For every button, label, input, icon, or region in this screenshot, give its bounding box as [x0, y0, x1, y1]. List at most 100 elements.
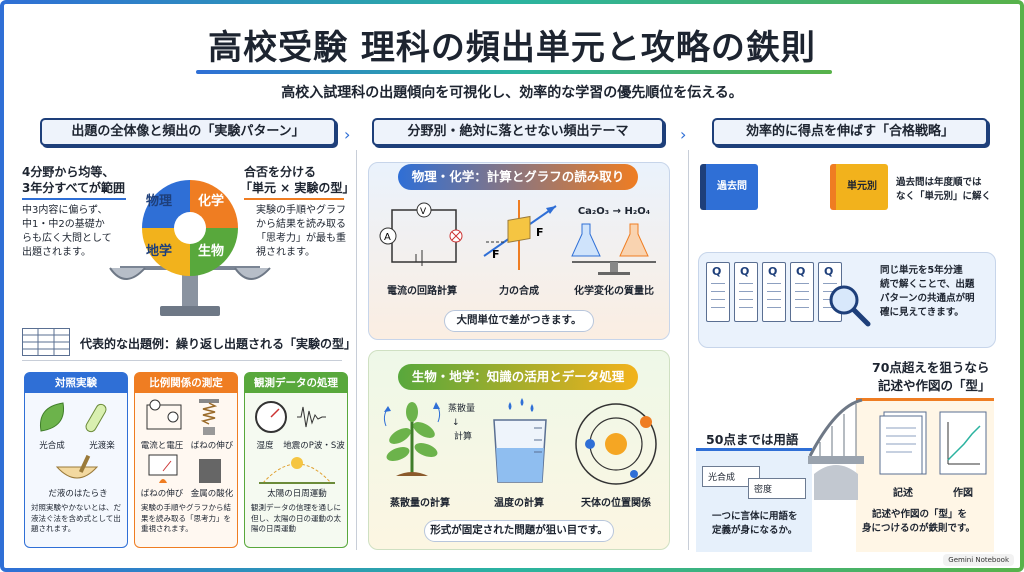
- caption-temp: 温度の計算: [494, 498, 544, 509]
- sub2-caption-3: ばねの伸び: [140, 489, 184, 499]
- caption-write: 記述: [893, 488, 913, 499]
- point2-body-3: 「思考力」が最も重: [256, 233, 346, 244]
- force-vector-icon: F F: [483, 200, 557, 270]
- point1-title-a: 4分野から均等、: [22, 165, 115, 179]
- term-card-2: 密度: [748, 478, 806, 499]
- sub-panel-observation-title: 観測データの処理: [245, 373, 347, 393]
- tip2-line1: 同じ単元を5年分連: [880, 265, 963, 276]
- tip3-line1: 一つに言体に用語を: [712, 511, 798, 522]
- point1-title-b: 3年分すべてが範囲: [22, 181, 126, 195]
- sub2-caption-2: ばねの伸び: [190, 441, 234, 451]
- gear-chemistry-label: 化学: [198, 194, 225, 209]
- sub-panel-proportional-title: 比例関係の測定: [135, 373, 237, 393]
- right-column-heading: 効率的に得点を伸ばす「合格戦略」: [712, 118, 988, 146]
- sub1-caption-2: 光渡楽: [89, 441, 115, 451]
- gear-earth-label: 地学: [146, 244, 173, 259]
- magnifier-icon: [829, 285, 871, 327]
- bridge-icon: [808, 398, 864, 500]
- physics-chemistry-title: 物理・化学：計算とグラフの読み取り: [398, 164, 638, 190]
- title-underline: [196, 70, 832, 74]
- gear-physics-label: 物理: [146, 194, 173, 209]
- solar-system-icon: [575, 403, 657, 485]
- table-icon: [22, 328, 70, 356]
- sub3-caption-3: 太陽の日周運動: [267, 489, 327, 499]
- sub2-caption-1: 電流と電圧: [140, 441, 184, 451]
- page-title: 高校受験 理科の頻出単元と攻略の鉄則: [208, 28, 816, 68]
- sub3-note: 観測データの信理を通しに但し、太陽の日の運動の太陽の日周運動: [251, 503, 341, 533]
- svg-text:F: F: [492, 248, 500, 261]
- beaker-icon: [493, 398, 547, 483]
- unit-book: 単元別: [830, 164, 888, 210]
- gear-icon: [142, 180, 238, 276]
- point2-title-a: 合否を分ける: [244, 165, 317, 179]
- point1-body-3: らも広く大問として: [22, 233, 112, 244]
- term-card-1: 光合成: [702, 466, 760, 487]
- sub-panel-proportional: 比例関係の測定 電流と電圧 ばねの伸び ばねの伸び 金属の酸化 実験の手順やグラ…: [134, 372, 238, 548]
- sub1-caption-1: 光合成: [39, 441, 65, 451]
- gear-biology-label: 生物: [198, 244, 225, 259]
- plant-icon: [383, 402, 441, 476]
- written-answer-icon: [879, 411, 927, 475]
- point2-body-1: 実験の手順やグラフ: [256, 205, 346, 216]
- svg-text:V: V: [420, 207, 427, 217]
- tip2-line3: パターンの共通点が明: [880, 293, 975, 304]
- point2-title-b: 「単元 × 実験の型」: [240, 181, 355, 195]
- point2-body-4: 視されます。: [256, 247, 315, 258]
- arrow-right-icon: ›: [680, 125, 687, 144]
- point1-body-1: 中3内容に偏らず、: [22, 205, 108, 216]
- question-sheet: Q: [734, 262, 758, 322]
- tip4-line1: 記述や作図の「型」を: [872, 509, 968, 520]
- question-sheet: Q: [762, 262, 786, 322]
- question-sheet: Q: [790, 262, 814, 322]
- caption-plant: 蒸散量の計算: [390, 498, 450, 509]
- sub3-caption-1: 湿度: [256, 441, 274, 451]
- graph-drawing-icon: [939, 411, 987, 475]
- point2-underline: [244, 198, 344, 200]
- circuit-spring-icon: [146, 399, 219, 435]
- sub1-caption-3: だ液のはたらき: [48, 489, 108, 499]
- past-exam-book: 過去問: [700, 164, 758, 210]
- sun-path-icon: [259, 457, 335, 484]
- arrow-right-icon: ›: [344, 125, 351, 144]
- gear-scale-icon: [109, 180, 271, 316]
- point1-body-2: 中1・中2の基礎か: [22, 219, 105, 230]
- meter-cup-icon: [148, 454, 221, 483]
- flask-balance-icon: [571, 223, 656, 275]
- goal70-line1: 70点超えを狙うなら: [872, 360, 990, 375]
- center-column-heading: 分野別・絶対に落とせない頻出テーマ: [372, 118, 664, 146]
- sub-panel-controlled: 対照実験 光合成 光渡楽 だ液のはたらき 対照実験やかないとは、だ液法ぐ法を含め…: [24, 372, 128, 548]
- goal50-title: 50点までは用語: [706, 432, 799, 447]
- examples-divider: [22, 360, 342, 361]
- circuit-icon: A V: [379, 202, 463, 266]
- caption-force: 力の合成: [499, 286, 539, 297]
- point1-underline: [22, 198, 126, 200]
- sub2-note: 実験の手順やグラフから結果を読み取る「思考力」を重視されます。: [141, 503, 231, 533]
- caption-draw: 作図: [953, 488, 973, 499]
- tip2-line4: 確に見えてきます。: [880, 307, 964, 318]
- caption-circuit: 電流の回路計算: [387, 286, 457, 297]
- tip1-line2: なく「単元別」に解く: [896, 191, 992, 202]
- tip2-line2: 続で解くことで、出題: [880, 279, 975, 290]
- tip1-line1: 過去問は年度順では: [896, 177, 982, 188]
- goal50-step: [696, 448, 812, 552]
- examples-title: 代表的な出題例：繰り返し出題される「実験の型」: [80, 337, 357, 351]
- brand-badge: Gemini Notebook: [943, 554, 1014, 566]
- arrow-down-icon: ↓: [452, 418, 460, 428]
- point2-body-2: から結果を読み取る: [256, 219, 346, 230]
- tip4-line2: 身につけるのが鉄則です。: [862, 523, 976, 534]
- physics-chemistry-note: 大問単位で差がつきます。: [444, 310, 594, 332]
- bowl-icon: [55, 454, 99, 479]
- plant-label-b: 計算: [454, 432, 473, 442]
- sub1-note: 対照実験やかないとは、だ液法ぐ法を含め式として出題されます。: [31, 503, 121, 533]
- sub2-caption-4: 金属の酸化: [190, 489, 234, 499]
- tip3-line2: 定義が身になるか。: [712, 525, 798, 536]
- column-divider: [688, 150, 689, 550]
- svg-text:F: F: [536, 226, 544, 239]
- sub-panel-observation: 観測データの処理 湿度 地震のP波・S波 太陽の日周運動 観測データの信理を通し…: [244, 372, 348, 548]
- leaf-tube-icon: [39, 402, 107, 433]
- caption-chem: 化学変化の質量比: [574, 286, 654, 297]
- sub-panel-controlled-title: 対照実験: [25, 373, 127, 393]
- biology-earth-title: 生物・地学：知識の活用とデータ処理: [398, 364, 638, 390]
- gauge-seismic-icon: [255, 401, 326, 433]
- caption-astro: 天体の位置関係: [581, 498, 651, 509]
